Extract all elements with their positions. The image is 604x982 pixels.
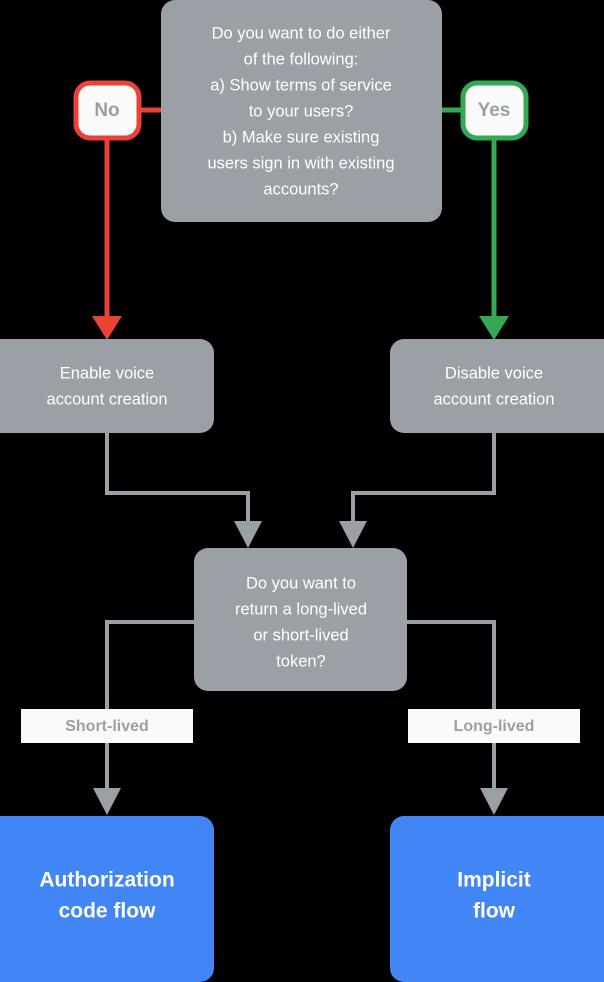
enable-voice-account-creation-line-1: Enable voice <box>60 364 154 382</box>
decision-account-linking-line-6: users sign in with existing <box>207 154 394 172</box>
decision-token-lifetime-line-1: Do you want to <box>246 574 356 592</box>
badge-no-label: No <box>94 100 119 121</box>
decision-token-lifetime-line-2: return a long-lived <box>235 600 367 618</box>
node-implicit-flow[interactable]: Implicit flow <box>390 816 604 982</box>
badge-yes-label: Yes <box>478 100 511 121</box>
disable-voice-account-creation-line-2: account creation <box>433 390 554 408</box>
badge-yes[interactable]: Yes <box>460 80 529 141</box>
edge-label-short-lived-text: Short-lived <box>65 718 149 735</box>
decision-account-linking-line-3: a) Show terms of service <box>210 76 392 94</box>
decision-account-linking-line-4: to your users? <box>249 102 354 120</box>
node-disable-voice-account-creation[interactable]: Disable voice account creation <box>390 339 604 433</box>
enable-voice-account-creation-line-2: account creation <box>46 390 167 408</box>
authorization-code-flow-line-1: Authorization <box>39 869 174 892</box>
edge-yes-to-disable <box>479 137 509 340</box>
decision-account-linking-line-5: b) Make sure existing <box>223 128 380 146</box>
edge-enable-to-token-decision <box>105 432 262 548</box>
decision-account-linking-line-2: of the following: <box>244 50 359 68</box>
node-decision-token-lifetime[interactable]: Do you want to return a long-lived or sh… <box>194 548 407 691</box>
decision-token-lifetime-line-4: token? <box>276 652 326 670</box>
edge-disable-to-token-decision <box>339 432 496 548</box>
decision-account-linking-line-1: Do you want to do either <box>212 24 391 42</box>
decision-account-linking-line-7: accounts? <box>263 180 338 198</box>
disable-voice-account-creation-line-1: Disable voice <box>445 364 543 382</box>
edge-label-short-lived: Short-lived <box>21 709 193 743</box>
authorization-code-flow-line-2: code flow <box>59 900 157 923</box>
edge-label-long-lived-text: Long-lived <box>454 718 535 735</box>
edge-no-to-enable <box>92 137 122 340</box>
node-decision-account-linking[interactable]: Do you want to do either of the followin… <box>161 0 442 222</box>
badge-no[interactable]: No <box>73 80 142 141</box>
node-enable-voice-account-creation[interactable]: Enable voice account creation <box>0 339 214 433</box>
implicit-flow-line-2: flow <box>473 900 516 923</box>
decision-token-lifetime-line-3: or short-lived <box>253 626 348 644</box>
node-authorization-code-flow[interactable]: Authorization code flow <box>0 816 214 982</box>
implicit-flow-line-1: Implicit <box>457 869 531 892</box>
edge-label-long-lived: Long-lived <box>408 709 580 743</box>
